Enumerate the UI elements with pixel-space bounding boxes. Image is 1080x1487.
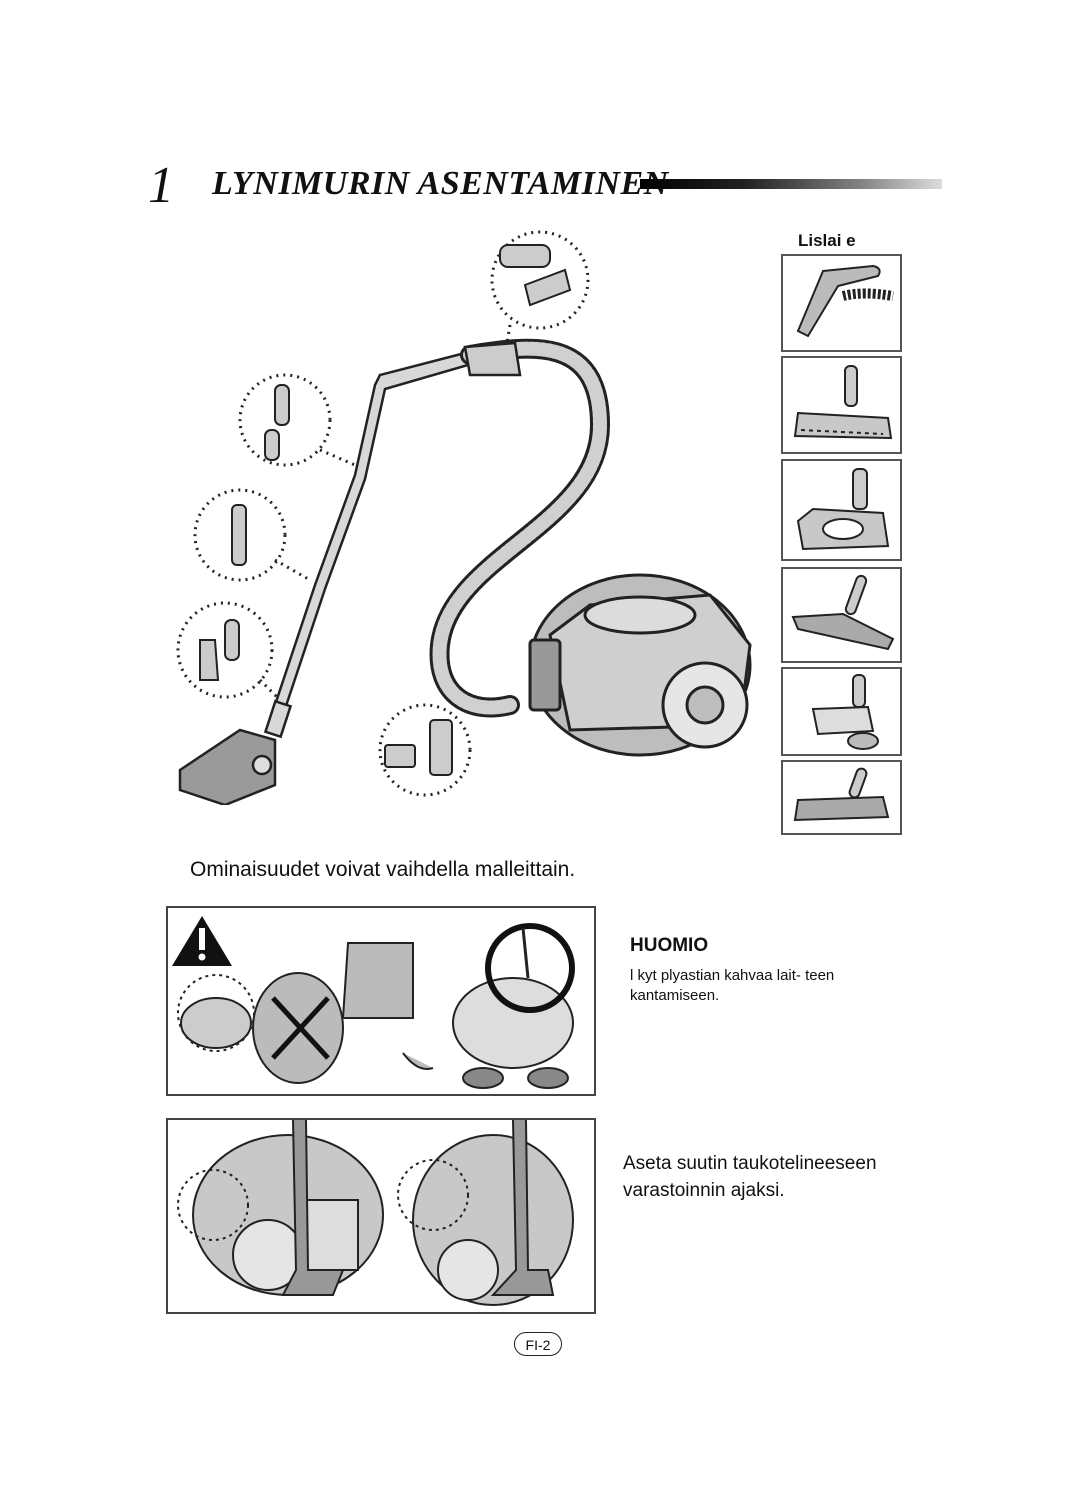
parquet-brush-icon bbox=[791, 574, 895, 651]
section-title: LYNIMURIN ASENTAMINEN bbox=[212, 165, 669, 202]
accessories-label: Lislai e bbox=[798, 231, 856, 250]
cross-icon bbox=[271, 996, 330, 1060]
circle-ok-icon bbox=[485, 923, 575, 1013]
caution-title: HUOMIO bbox=[630, 935, 709, 956]
hose-handle-icon bbox=[796, 264, 894, 338]
accessory-mini-turbo-brush bbox=[781, 667, 902, 756]
caution-text: l kyt plyastian kahvaa lait- teen kantam… bbox=[630, 967, 835, 1004]
accessory-floor-brush bbox=[781, 356, 902, 454]
title-gradient-bar bbox=[640, 179, 942, 189]
floor-brush-icon bbox=[793, 365, 893, 440]
hard-floor-brush-icon bbox=[793, 767, 890, 822]
accessory-parquet-brush bbox=[781, 567, 902, 663]
storage-note: Aseta suutin taukotelineeseen varastoinn… bbox=[623, 1153, 877, 1201]
page-number: FI-2 bbox=[514, 1332, 562, 1356]
accessory-hard-floor-brush bbox=[781, 760, 902, 835]
storage-illustration-box bbox=[166, 1118, 596, 1314]
warning-triangle-icon bbox=[172, 916, 232, 966]
section-number: 1 bbox=[148, 157, 174, 214]
vacuum-assembly-illustration bbox=[170, 225, 760, 807]
features-note: Ominaisuudet voivat vaihdella malleittai… bbox=[190, 858, 576, 881]
turbo-brush-icon bbox=[796, 468, 890, 551]
caution-illustration-box bbox=[166, 906, 596, 1096]
accessory-turbo-brush bbox=[781, 459, 902, 561]
accessory-hose-handle bbox=[781, 254, 902, 352]
mini-turbo-brush-icon bbox=[811, 674, 879, 750]
